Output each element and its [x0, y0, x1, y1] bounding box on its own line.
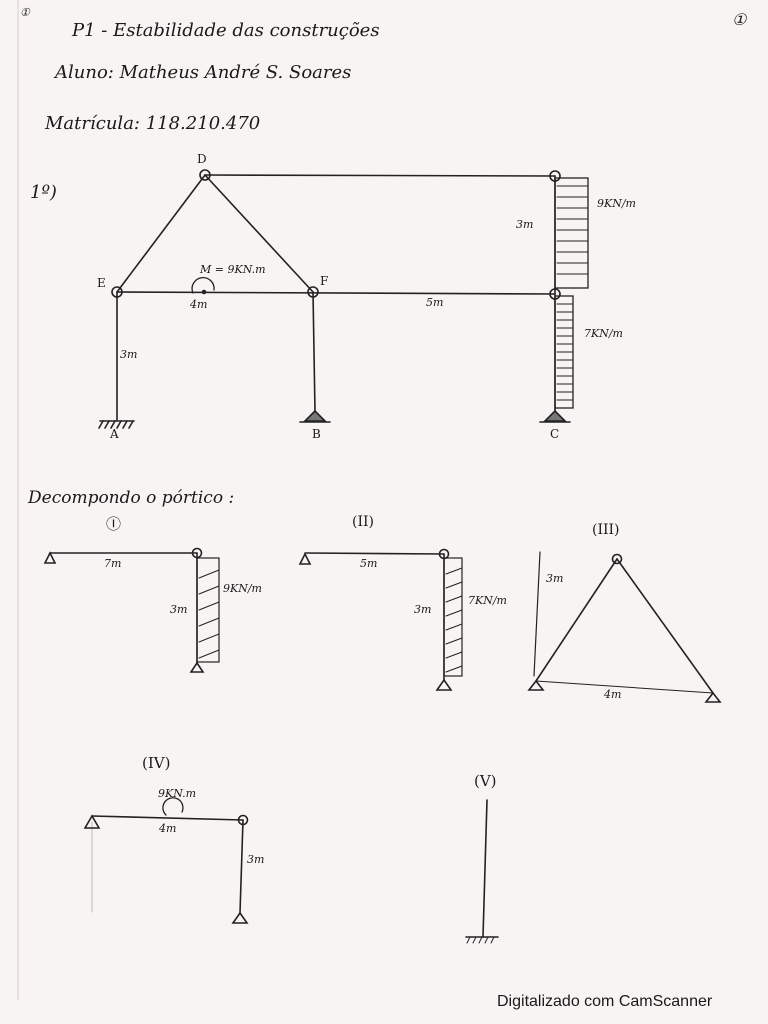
upper-right-length: 3m: [516, 218, 534, 231]
scanner-watermark: Digitalizado com CamScanner: [497, 993, 713, 1010]
part-i-span: 7m: [104, 557, 122, 570]
node-label-a: A: [110, 427, 119, 441]
part-ii-height: 3m: [414, 603, 432, 616]
part-iii-span: 4m: [604, 688, 622, 701]
part-ii-span: 5m: [360, 557, 378, 570]
node-label-d: D: [197, 152, 207, 166]
page-number-left: ①: [20, 6, 30, 19]
load-label-upper: 9KN/m: [597, 197, 636, 210]
member-df: [204, 174, 314, 293]
part-iv-height: 3m: [247, 853, 265, 866]
support-a: [98, 420, 135, 429]
support-b: [299, 409, 331, 423]
hinge-right-mid: [549, 288, 561, 300]
support-c: [539, 409, 571, 423]
hinge-top-right: [549, 170, 561, 182]
top-beam: [204, 174, 556, 177]
node-label-f: F: [320, 274, 329, 288]
node-label-e: E: [97, 276, 106, 290]
load-label-lower: 7KN/m: [584, 327, 623, 340]
column-length: 3m: [120, 348, 138, 361]
registration-number: Matrícula: 118.210.470: [45, 113, 261, 134]
part-ii-load: 7KN/m: [468, 594, 507, 607]
hinge-d: [199, 169, 211, 181]
part-iv-label: (IV): [142, 754, 171, 772]
part-ii-label: (II): [352, 514, 374, 530]
length-ef: 4m: [190, 298, 208, 311]
page-title: P1 - Estabilidade das construções: [72, 20, 380, 41]
part-i-load: 9KN/m: [223, 582, 262, 595]
moment-arc: [191, 276, 215, 294]
moment-label: M = 9KN.m: [200, 263, 266, 276]
page-number-right: ①: [732, 10, 747, 29]
student-name: Aluno: Matheus André S. Soares: [55, 62, 352, 83]
load-upper: [554, 177, 589, 289]
part-i-label: Ⓘ: [106, 515, 122, 533]
hinge-f: [307, 286, 319, 298]
part-iv-span: 4m: [159, 822, 177, 835]
decomposition-title: Decompondo o pórtico :: [28, 488, 235, 508]
member-de: [116, 174, 206, 293]
node-label-b: B: [312, 427, 321, 441]
problem-number: 1º): [30, 182, 57, 203]
column-b: [312, 291, 316, 413]
part-i-height: 3m: [170, 603, 188, 616]
node-label-c: C: [550, 427, 560, 441]
part-iv-moment: 9KN.m: [158, 787, 197, 800]
part-iii-height: 3m: [546, 572, 564, 585]
middle-beam: [116, 291, 556, 295]
part-iii-label: (III): [592, 522, 620, 538]
hinge-e: [111, 286, 123, 298]
part-v-label: (V): [474, 772, 497, 790]
length-fc: 5m: [426, 296, 444, 309]
